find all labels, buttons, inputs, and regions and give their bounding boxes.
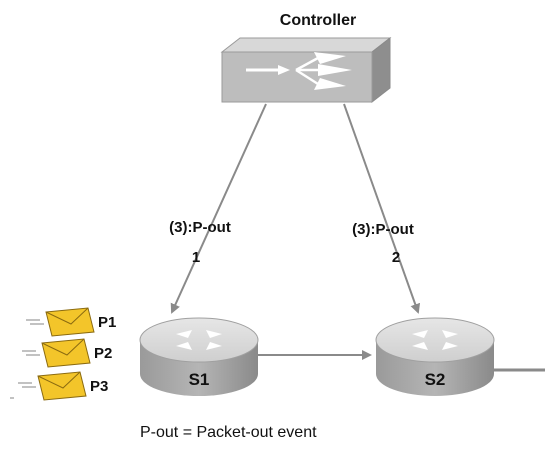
packet-label-p3: P3: [90, 378, 108, 395]
link-number-1: 1: [192, 249, 200, 266]
controller-box: [220, 36, 392, 104]
packet-label-p2: P2: [94, 345, 112, 362]
router-arrows-icon: [412, 330, 458, 350]
packet-p1: P1: [26, 307, 116, 337]
link-label-1: (3):P-out: [169, 219, 231, 236]
packet-label-p1: P1: [98, 314, 116, 331]
legend-text: P-out = Packet-out event: [140, 424, 317, 441]
envelope-icon: [41, 338, 91, 368]
packet-p3: P3: [10, 371, 108, 401]
speed-lines: [26, 319, 44, 325]
packet-p2: P2: [22, 338, 112, 368]
controller-arrows-icon: [246, 52, 352, 90]
switch-label-s1: S1: [189, 370, 210, 389]
link-controller-s1: [170, 103, 267, 314]
switch-label-s2: S2: [425, 370, 446, 389]
link-label-2: (3):P-out: [352, 221, 414, 238]
link-number-2: 2: [392, 249, 400, 266]
switch-s2: S2: [375, 317, 495, 396]
envelope-icon: [37, 371, 87, 401]
envelope-icon: [45, 307, 95, 337]
controller-label: Controller: [280, 12, 356, 29]
controller: Controller: [220, 12, 392, 104]
link-controller-s2: [343, 103, 421, 314]
switch-s1: S1: [139, 317, 259, 396]
speed-lines: [22, 350, 40, 356]
router-arrows-icon: [176, 330, 222, 350]
speed-lines: [10, 382, 36, 399]
